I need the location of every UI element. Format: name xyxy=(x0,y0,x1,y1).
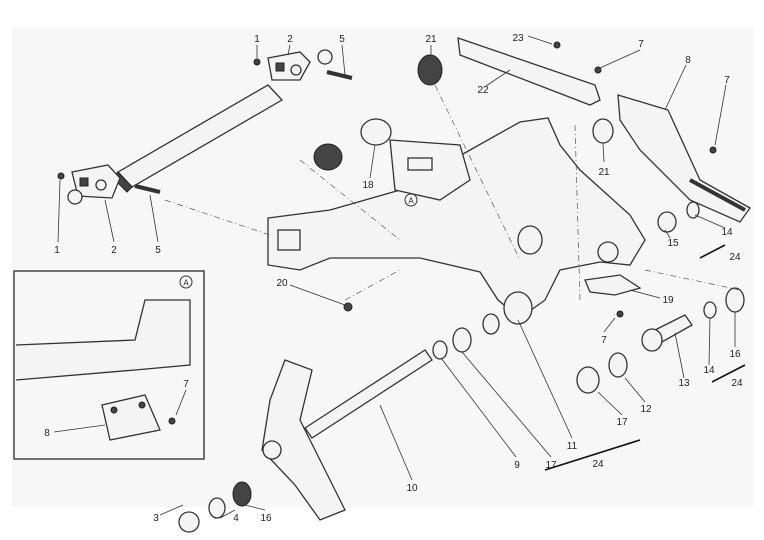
bearings-right xyxy=(343,201,745,394)
frame-plate xyxy=(178,359,346,533)
callout-5: 5 xyxy=(339,34,345,45)
chain-guard xyxy=(617,94,751,223)
callout-17: 17 xyxy=(545,460,557,471)
callouts: 1 2 5 21 23 7 8 7 22 21 18 1 2 5 15 14 2… xyxy=(44,33,743,524)
callout-5: 5 xyxy=(155,245,161,256)
callout-24: 24 xyxy=(731,378,743,389)
callout-21: 21 xyxy=(598,167,610,178)
callout-3: 3 xyxy=(153,513,159,524)
callout-15: 15 xyxy=(667,238,679,249)
callout-2: 2 xyxy=(287,34,293,45)
callout-24: 24 xyxy=(729,252,741,263)
kit-brackets xyxy=(544,244,746,471)
callout-23: 23 xyxy=(512,33,524,44)
callout-7: 7 xyxy=(638,39,644,50)
callout-14: 14 xyxy=(721,227,733,238)
callout-22: 22 xyxy=(477,85,489,96)
callout-19: 19 xyxy=(662,295,674,306)
callout-13: 13 xyxy=(678,378,690,389)
rubber-plugs xyxy=(313,54,614,171)
callout-4: 4 xyxy=(233,513,239,524)
callout-1: 1 xyxy=(254,34,260,45)
callout-14: 14 xyxy=(703,365,715,376)
callout-17: 17 xyxy=(616,417,628,428)
pivot-shaft xyxy=(304,313,500,439)
swingarm xyxy=(267,117,646,325)
callout-12: 12 xyxy=(640,404,652,415)
callout-2: 2 xyxy=(111,245,117,256)
detail-a-inset: A xyxy=(13,270,205,460)
detail-marker-inset: A xyxy=(183,279,189,288)
callout-16: 16 xyxy=(260,513,272,524)
callout-7: 7 xyxy=(724,75,730,86)
chain-adjuster-lower xyxy=(57,164,161,205)
detail-marker: A xyxy=(408,197,414,206)
chain-adjuster-upper xyxy=(253,49,353,81)
chain-slider xyxy=(457,37,602,106)
callout-21: 21 xyxy=(425,34,437,45)
callout-7: 7 xyxy=(183,379,189,390)
callout-16: 16 xyxy=(729,349,741,360)
callout-8: 8 xyxy=(44,428,50,439)
callout-20: 20 xyxy=(276,278,288,289)
callout-1: 1 xyxy=(54,245,60,256)
callout-8: 8 xyxy=(685,55,691,66)
callout-11: 11 xyxy=(567,441,578,452)
callout-9: 9 xyxy=(514,460,520,471)
assembly-lines xyxy=(164,84,741,301)
detail-marker-circle xyxy=(404,193,418,207)
callout-10: 10 xyxy=(406,483,418,494)
callout-18: 18 xyxy=(362,180,374,191)
callout-24: 24 xyxy=(592,459,604,470)
callout-7: 7 xyxy=(601,335,607,346)
leader-lines xyxy=(53,35,736,519)
